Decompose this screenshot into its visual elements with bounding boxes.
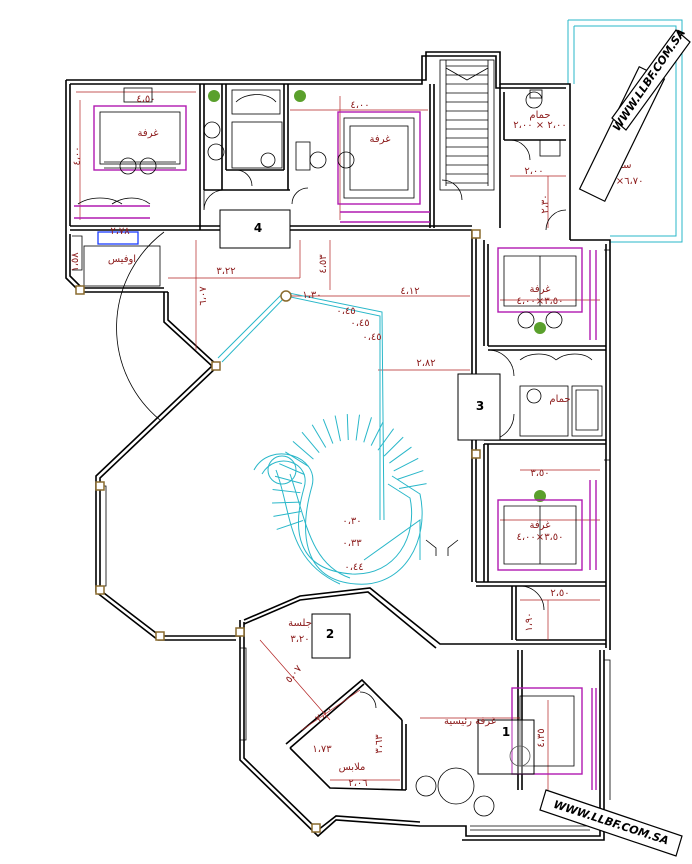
dim-dress-a: ٢،٠٠ <box>313 704 335 725</box>
dim-top-left-height: ٤،٠٠ <box>72 146 83 165</box>
dim-office-height: ١،٥٨ <box>70 252 81 272</box>
dim-bath-top: ٢،٠٠ <box>524 166 543 177</box>
zone-markers: 4 3 2 1 <box>219 209 535 775</box>
dim-top-mid-width: ٤،٠٠ <box>350 100 369 111</box>
dim-sitting: ٣،٢٠ <box>290 634 309 645</box>
bath-right <box>519 385 603 437</box>
dim-stair-2: ٠،٣٣ <box>342 538 362 549</box>
dim-step-1: ٠،٤٥ <box>336 306 355 317</box>
spiral-staircase <box>253 414 427 585</box>
spiral-tread <box>311 424 327 448</box>
dim-master-side: ٤،٣٥ <box>536 728 547 747</box>
dim-hall-width: ٣،٢٢ <box>216 266 235 277</box>
spiral-tread <box>274 475 303 484</box>
office-fixtures <box>72 231 161 287</box>
label-bedroom-right-upper: غرفة <box>530 284 551 295</box>
windows <box>100 79 611 831</box>
spiral-tread <box>276 520 304 530</box>
dim-sitting-diag: ٥،٠٧ <box>284 663 305 685</box>
spiral-tread <box>272 489 301 494</box>
spiral-tread <box>322 419 334 444</box>
bed-top-mid <box>295 111 430 223</box>
label-bedroom-right-upper-dims: ٣،٥٠×٤،٠٠ <box>516 296 563 307</box>
dimension-labels: ٤،٥٠ ٤،٠٠ ٤،٠٠ ٢،٠٠ ٢،٣٠ ٢،٧٨ ١،٥٨ ٣،٢٢ … <box>70 94 570 789</box>
dim-step-3: ٠،٤٥ <box>362 332 381 343</box>
dimension-lines <box>76 91 600 790</box>
label-roof-dims: ٦،٧٠×٢،٥٠ <box>596 176 643 187</box>
dim-right-lower: ٢،٥٠ <box>550 588 569 599</box>
zone-marker-3: 3 <box>476 399 484 413</box>
spiral-tread <box>334 415 341 442</box>
dim-office-width: ٢،٧٨ <box>110 226 130 237</box>
label-bath-top-right-dims: ٢،٠٠ × ٢،٠٠ <box>513 120 566 131</box>
dim-corridor-mid: ١،٣٠ <box>302 290 321 301</box>
spiral-tread <box>279 463 305 476</box>
zone-marker-1: 1 <box>502 725 510 739</box>
columns <box>75 229 481 833</box>
spiral-tread <box>272 501 301 504</box>
label-bedroom-right-lower-dims: ٣،٥٠×٤،٠٠ <box>516 532 563 543</box>
bed-right-lower <box>497 480 597 571</box>
label-bath-right: حمام <box>549 394 570 405</box>
room-labels: غرفة غرفة حمام ٢،٠٠ × ٢،٠٠ سطح ٦،٧٠×٢،٥٠… <box>108 110 644 773</box>
dim-corridor-height: ٤،٥٣ <box>318 254 329 274</box>
bed-top-left <box>74 87 225 219</box>
dim-stair-1: ٠،٣٠ <box>342 516 361 527</box>
label-bath-top-right: حمام <box>529 110 550 121</box>
label-bedroom-top-mid: غرفة <box>370 134 391 145</box>
spiral-tread <box>393 457 419 472</box>
bath-top-left <box>231 89 306 169</box>
label-dressing: ملابس <box>339 762 366 773</box>
spiral-tread <box>370 421 384 446</box>
spiral-tread <box>398 483 427 490</box>
spiral-tread <box>292 440 314 460</box>
dim-roof-side: ٢،٣٠ <box>540 194 551 213</box>
door-swings <box>116 139 567 709</box>
label-sitting: جلسة <box>288 618 312 629</box>
watermark-stamp-bottom: WWW.LLBF.COM.SA <box>539 789 683 857</box>
spiral-tread <box>273 510 302 517</box>
spiral-tread <box>389 446 412 464</box>
label-master-bedroom: غرفة رئيسية <box>444 716 496 727</box>
dim-right-corridor: ٣،٥٠ <box>530 468 549 479</box>
dim-dress-c: ٢،٠٦ <box>348 778 367 789</box>
roof-terrace <box>567 19 683 243</box>
dim-hall-height: ٦،٠٧ <box>198 286 209 306</box>
main-staircase <box>439 59 495 191</box>
dim-top-left-width: ٤،٥٠ <box>136 94 155 105</box>
spiral-tread <box>346 414 349 441</box>
zone-marker-2: 2 <box>326 627 334 641</box>
hall-railing <box>217 290 421 561</box>
label-office: اوفيس <box>108 254 136 265</box>
dim-step-2: ٠،٤٥ <box>350 318 369 329</box>
spiral-tread <box>355 414 361 441</box>
spiral-tread <box>301 431 320 454</box>
spiral-tread <box>285 451 309 467</box>
dim-dress-b: ١،٧٣ <box>312 744 332 755</box>
label-bedroom-top-left: غرفة <box>138 128 159 139</box>
dim-dress-d: ٣،٦٣ <box>374 734 385 754</box>
dim-hall-right: ٤،١٢ <box>400 286 419 297</box>
dim-right-side: ١،٩٠ <box>524 612 535 631</box>
spiral-tread <box>363 417 372 443</box>
spiral-tread <box>383 436 404 457</box>
zone-marker-4: 4 <box>254 221 262 235</box>
label-bedroom-right-lower: غرفة <box>530 520 551 531</box>
dim-stair-3: ٠،٤٤ <box>344 562 363 573</box>
spiral-tread <box>396 470 424 480</box>
bed-right-upper <box>497 247 597 361</box>
bath-top-right <box>525 89 561 157</box>
spiral-tread <box>377 428 395 451</box>
dim-hall-lower: ٢،٨٢ <box>416 358 435 369</box>
